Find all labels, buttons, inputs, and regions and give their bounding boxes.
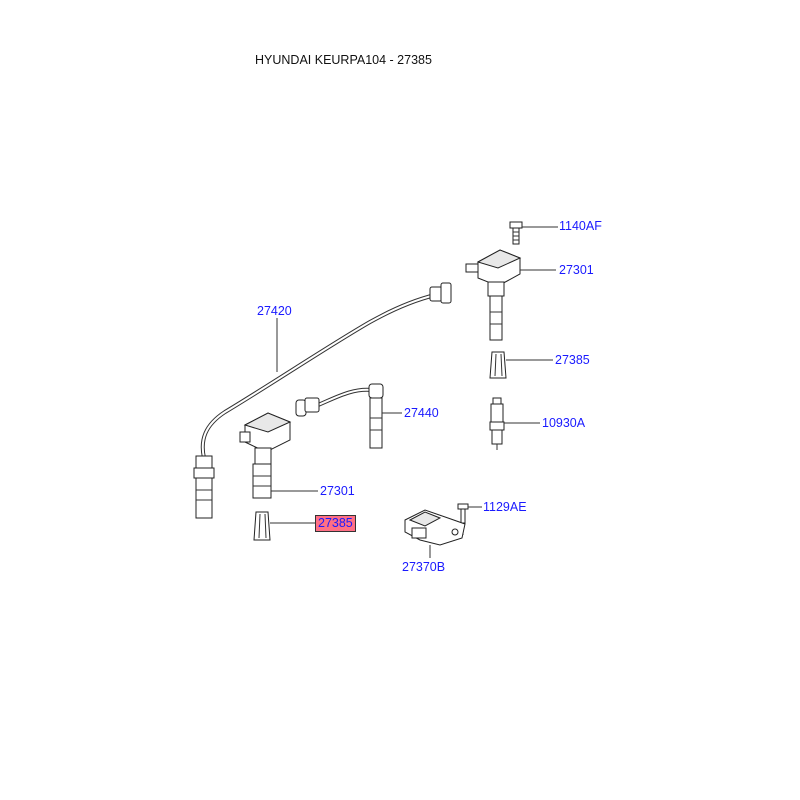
callout-27370b[interactable]: 27370B: [402, 560, 446, 574]
callout-27440[interactable]: 27440: [404, 406, 439, 420]
callout-27301-left[interactable]: 27301: [320, 484, 355, 498]
callout-1129ae[interactable]: 1129AE: [483, 500, 527, 514]
callout-27420[interactable]: 27420: [257, 304, 292, 318]
spark-plug: [489, 397, 505, 450]
callout-27385-right[interactable]: 27385: [555, 353, 590, 367]
coil-boot-left: [253, 511, 271, 541]
callout-27385-left-selected[interactable]: 27385: [315, 515, 356, 532]
ignition-coil-right: [465, 249, 522, 341]
coil-boot-right: [489, 351, 507, 379]
callout-1140af[interactable]: 1140AF: [559, 219, 602, 233]
ignition-cable-short: [295, 383, 384, 449]
bolt-1140af: [509, 221, 523, 245]
callout-27301-right[interactable]: 27301: [559, 263, 594, 277]
bolt-1129ae: [457, 503, 469, 524]
ignition-coil-left: [239, 412, 292, 499]
ignition-cable-long: [193, 282, 452, 519]
diagram-title: HYUNDAI KEURPA104 - 27385: [255, 53, 432, 67]
callout-10930a[interactable]: 10930A: [542, 416, 586, 430]
sensor-27370b: [404, 509, 466, 546]
